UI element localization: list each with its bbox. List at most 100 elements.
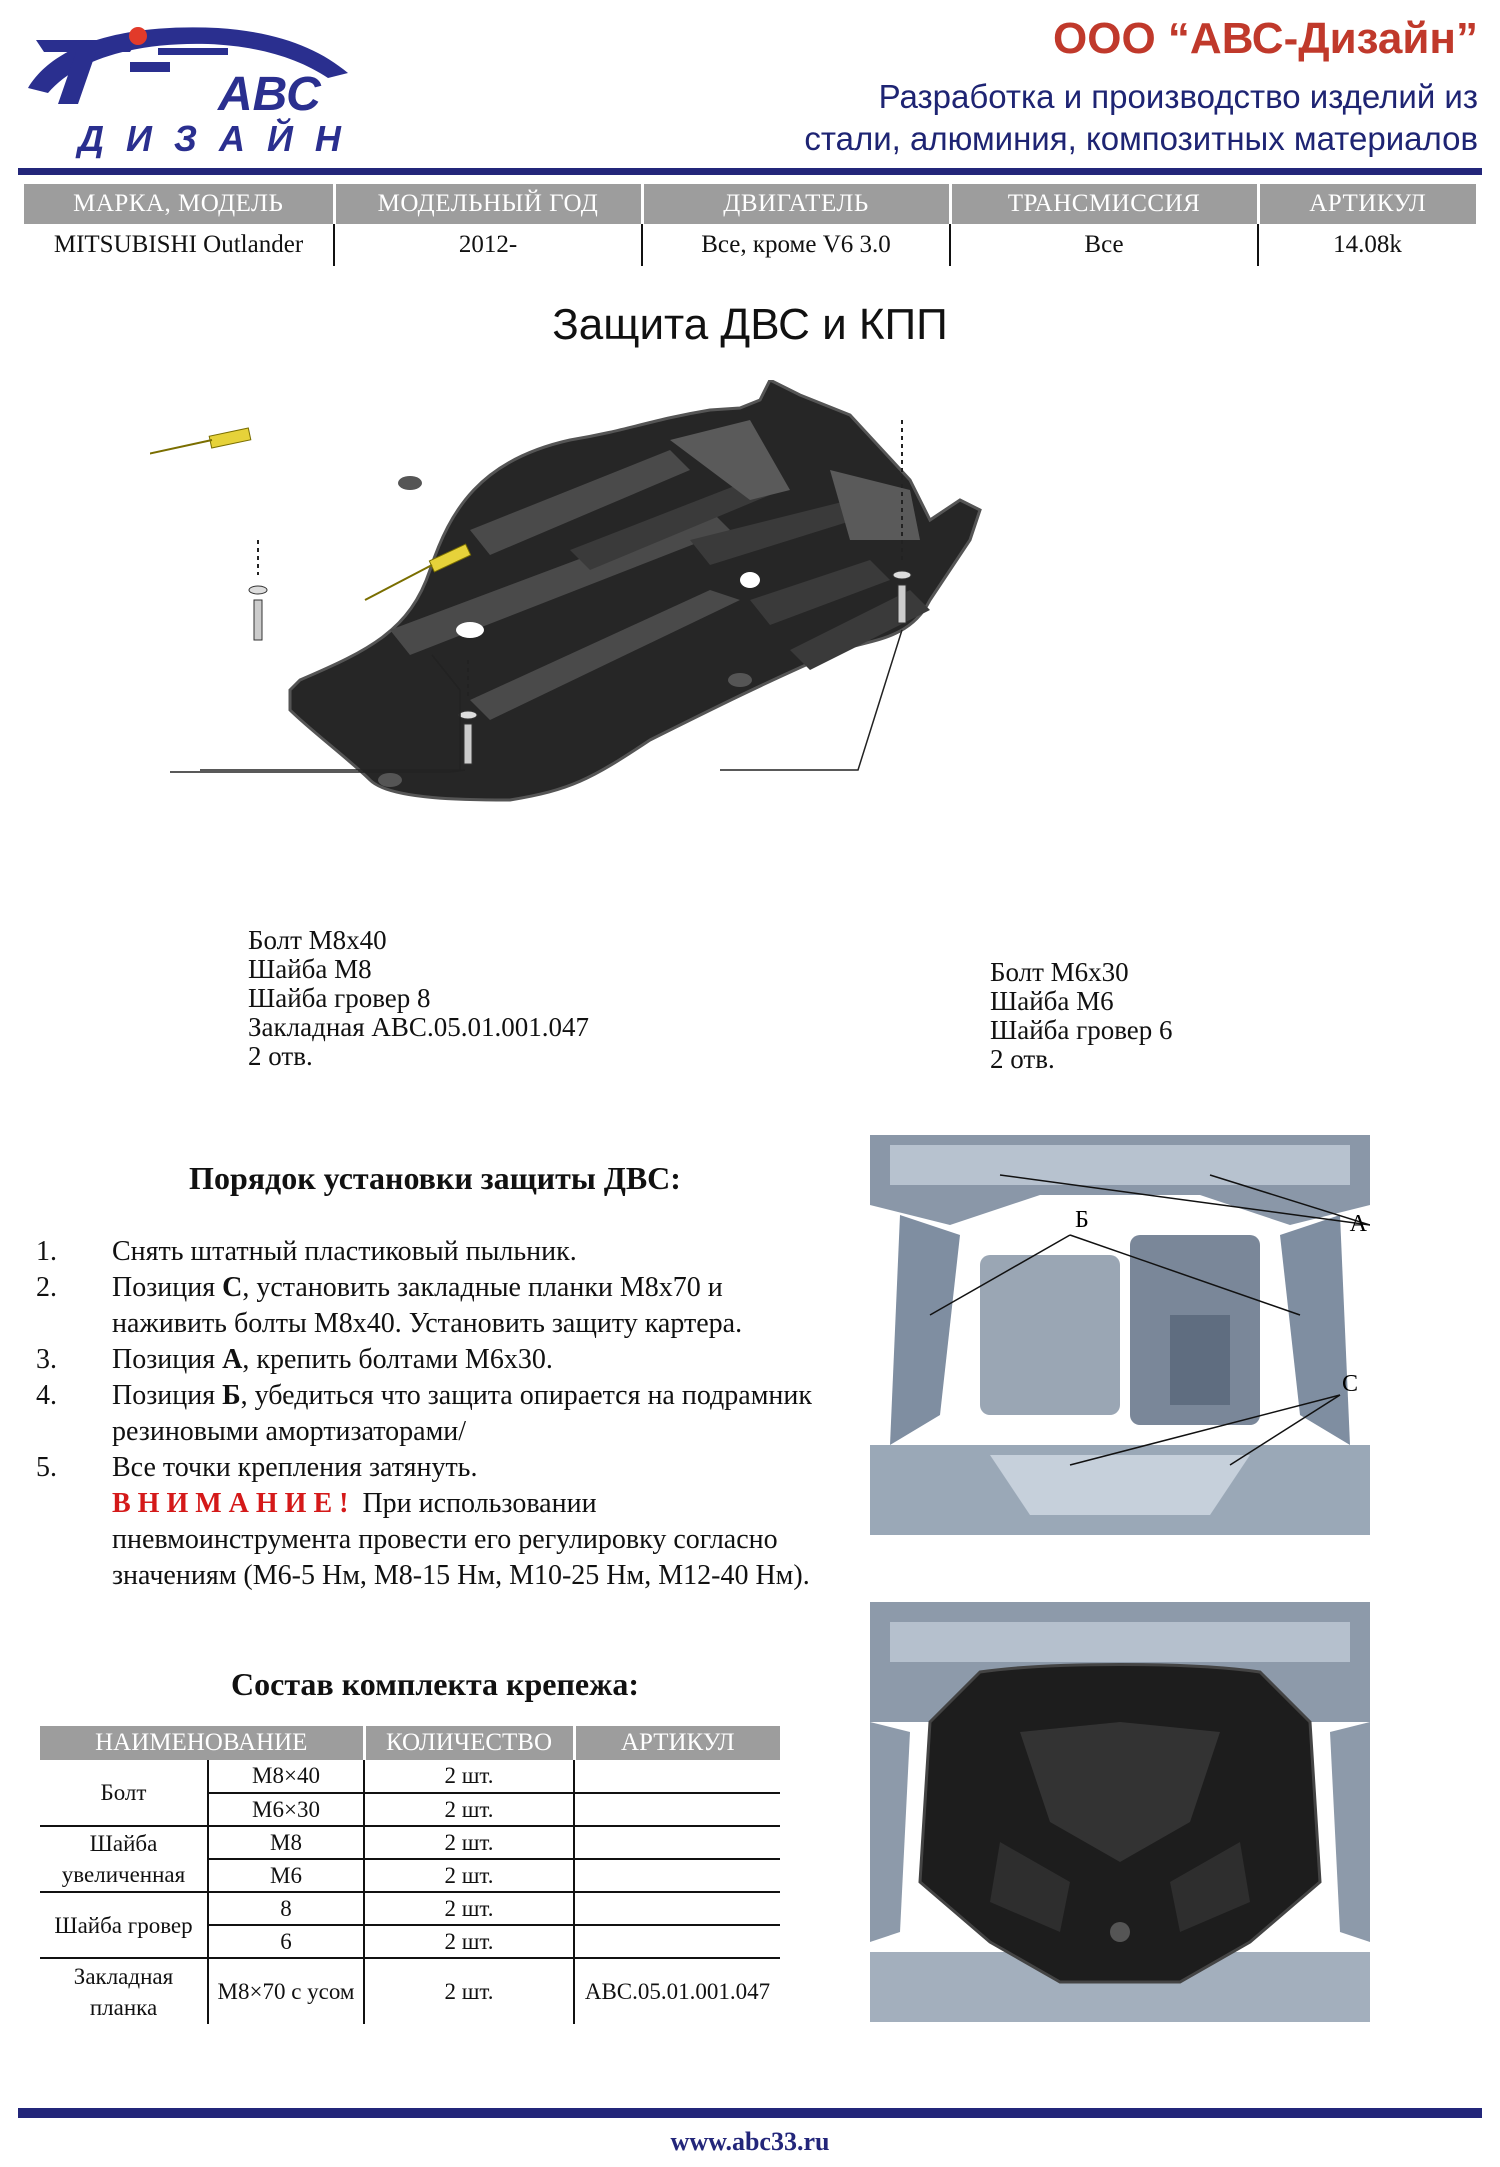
bolt-icon	[248, 540, 268, 641]
kit-size: М8	[208, 1826, 365, 1860]
kit-qty: 2 шт.	[364, 1958, 575, 2024]
kit-qty: 2 шт.	[364, 1760, 575, 1794]
kit-article	[574, 1826, 780, 1860]
step-text-pre: Позиция	[112, 1272, 223, 1303]
kit-article	[574, 1760, 780, 1794]
kit-group-name: Шайба увеличенная	[40, 1826, 209, 1893]
kit-header-qty: КОЛИЧЕСТВО	[364, 1726, 576, 1760]
step-number: 4.	[36, 1380, 57, 1411]
header-rule	[18, 168, 1482, 175]
photo-label-c: C	[1342, 1371, 1358, 1397]
spec-model: MITSUBISHI Outlander	[24, 224, 335, 266]
spec-header-cell: МОДЕЛЬНЫЙ ГОД	[334, 184, 644, 224]
kit-article	[574, 1793, 780, 1827]
footer-website-link[interactable]: www.abc33.ru	[670, 2127, 830, 2156]
spec-header-cell: МАРКА, МОДЕЛЬ	[24, 184, 336, 224]
kit-article: АВС.05.01.001.047	[584, 1978, 771, 2004]
callout-line: Шайба гровер 8	[248, 983, 431, 1013]
skid-plate-drawing	[150, 380, 982, 802]
kit-qty: 2 шт.	[364, 1859, 575, 1893]
spec-header-cell: ДВИГАТЕЛЬ	[642, 184, 952, 224]
kit-title: Состав комплекта крепежа:	[231, 1666, 639, 1702]
logo-word: ДИЗАЙН	[78, 118, 363, 159]
drawing-title: Защита ДВС и КПП	[552, 300, 948, 349]
step-text-post: , убедиться что защита опирается на подр…	[112, 1380, 813, 1447]
callout-line: Шайба М8	[248, 954, 372, 984]
kit-header-row: НАИМЕНОВАНИЕ КОЛИЧЕСТВО АРТИКУЛ	[40, 1726, 780, 1760]
spec-table: МАРКА, МОДЕЛЬ МОДЕЛЬНЫЙ ГОД ДВИГАТЕЛЬ ТР…	[24, 184, 1476, 266]
table-row: Шайба увеличенная М8 2 шт.	[40, 1826, 780, 1893]
callout-line: 2 отв.	[248, 1041, 313, 1071]
kit-group-name: Болт	[40, 1760, 209, 1827]
warning-text: При использовании пневмоинструмента пров…	[112, 1488, 810, 1591]
spec-year: 2012-	[334, 224, 643, 266]
callout-line: Болт М6х30	[990, 957, 1129, 987]
kit-group-name: Закладная планка	[40, 1958, 209, 2024]
spec-article: 14.08k	[1333, 231, 1402, 258]
kit-size: М8×70 с усом	[208, 1958, 365, 2024]
step-position-label: А	[222, 1344, 243, 1375]
install-step: 1. Снять штатный пластиковый пыльник.	[36, 1234, 836, 1270]
photo-label-b: Б	[1075, 1207, 1089, 1233]
kit-article	[574, 1859, 780, 1893]
kit-size: 8	[208, 1892, 365, 1926]
spec-header-cell: АРТИКУЛ	[1258, 184, 1476, 224]
company-tagline: Разработка и производство изделий из ста…	[718, 76, 1478, 160]
install-step: 2. Позиция С, установить закладные планк…	[36, 1270, 836, 1342]
spec-engine: Все, кроме V6 3.0	[642, 224, 951, 266]
step-position-label: Б	[222, 1380, 241, 1411]
table-row: 6 2 шт.	[40, 1925, 780, 1959]
spec-header-row: МАРКА, МОДЕЛЬ МОДЕЛЬНЫЙ ГОД ДВИГАТЕЛЬ ТР…	[24, 184, 1476, 224]
install-step: 4. Позиция Б, убедиться что защита опира…	[36, 1378, 836, 1450]
callout-line: Закладная АВС.05.01.001.047	[248, 1012, 589, 1042]
table-row: М6 2 шт.	[40, 1859, 780, 1893]
kit-table: НАИМЕНОВАНИЕ КОЛИЧЕСТВО АРТИКУЛ Болт М8×…	[40, 1726, 780, 2024]
step-text-pre: Позиция	[112, 1380, 223, 1411]
kit-header-name: НАИМЕНОВАНИЕ	[40, 1726, 366, 1760]
spec-header-cell: ТРАНСМИССИЯ	[950, 184, 1260, 224]
warning-label: ВНИМАНИЕ!	[112, 1488, 356, 1519]
footer-rule	[18, 2108, 1482, 2118]
step-text-post: , крепить болтами М6х30.	[242, 1344, 553, 1375]
callout-line: 2 отв.	[990, 1044, 1055, 1074]
kit-size: М6×30	[208, 1793, 365, 1827]
step-position-label: С	[222, 1272, 243, 1303]
step-number: 3.	[36, 1344, 57, 1375]
table-row: Болт М8×40 2 шт.	[40, 1760, 780, 1827]
callout-line: Шайба гровер 6	[990, 1015, 1173, 1045]
mounting-plate-icon	[150, 427, 252, 455]
kit-qty: 2 шт.	[364, 1892, 575, 1926]
table-row: М6×30 2 шт.	[40, 1793, 780, 1827]
kit-size: М8×40	[208, 1760, 365, 1794]
skid-plate-shape	[288, 380, 982, 802]
kit-qty: 2 шт.	[364, 1793, 575, 1827]
install-steps: 1. Снять штатный пластиковый пыльник. 2.…	[36, 1234, 836, 1594]
table-row: Закладная планка М8×70 с усом 2 шт. АВС.…	[40, 1958, 780, 2024]
step-number: 1.	[36, 1236, 57, 1267]
subframe-photo-before: A Б C	[870, 1115, 1370, 1545]
mounting-plate-icon	[364, 543, 472, 601]
tagline-line-1: Разработка и производство изделий из	[878, 78, 1478, 115]
kit-header-article: АРТИКУЛ	[574, 1726, 780, 1760]
bolt-icon	[892, 420, 912, 624]
step-text-pre: Позиция	[112, 1344, 223, 1375]
callout-line: Болт М8х40	[248, 925, 387, 955]
install-step: 5. Все точки крепления затянуть. ВНИМАНИ…	[36, 1450, 836, 1594]
step-text-post: , установить закладные планки М8х70 и на…	[112, 1272, 743, 1339]
logo-abc-text: АВС	[217, 68, 322, 118]
spec-value-row: MITSUBISHI Outlander 2012- Все, кроме V6…	[24, 224, 1476, 266]
kit-article	[574, 1925, 780, 1959]
kit-qty: 2 шт.	[364, 1826, 575, 1860]
kit-size: 6	[208, 1925, 365, 1959]
step-number: 5.	[36, 1452, 57, 1483]
install-title: Порядок установки защиты ДВС:	[189, 1160, 681, 1196]
kit-size: М6	[208, 1859, 365, 1893]
step-number: 2.	[36, 1272, 57, 1303]
callout-right: Болт М6х30 Шайба М6 Шайба гровер 6 2 отв…	[990, 958, 1173, 1074]
callout-line: Шайба М6	[990, 986, 1114, 1016]
table-row: Шайба гровер 8 2 шт.	[40, 1892, 780, 1959]
step-text: Все точки крепления затянуть.	[112, 1452, 478, 1483]
install-step: 3. Позиция А, крепить болтами М6х30.	[36, 1342, 836, 1378]
bolt-icon	[458, 660, 478, 765]
company-name: ООО “АВС-Дизайн”	[1053, 14, 1478, 63]
